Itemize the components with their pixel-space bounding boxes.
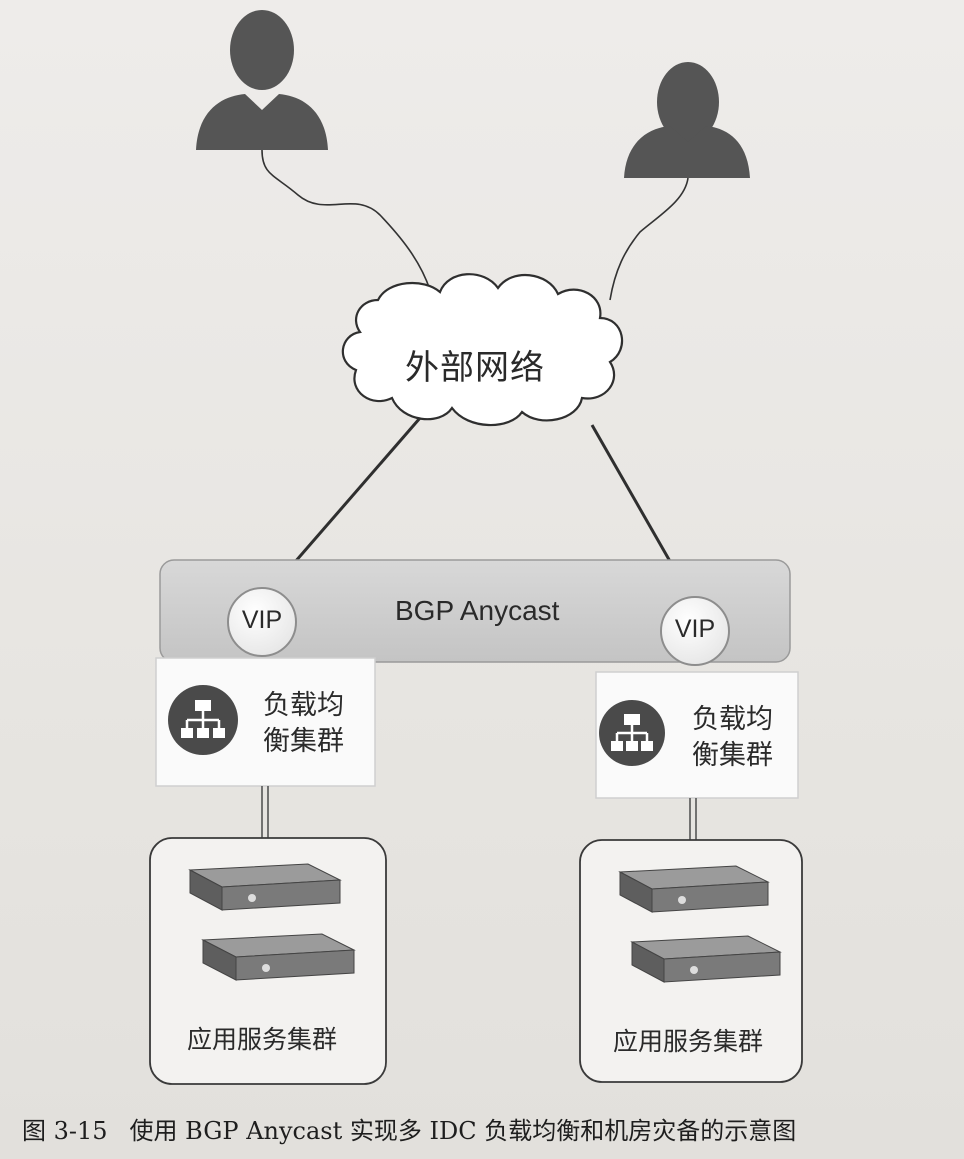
- lb-label-line1: 负载均: [692, 704, 773, 735]
- user-wire-right: [609, 177, 689, 301]
- lb-label-line2: 衡集群: [692, 740, 773, 771]
- server-rack-icon: [618, 865, 770, 913]
- lb-label-left: 负载均 衡集群: [263, 688, 353, 760]
- figure-caption-text: 使用 BGP Anycast 实现多 IDC 负载均衡和机房灾备的示意图: [129, 1117, 797, 1145]
- anycast-bar: [159, 559, 791, 663]
- figure-caption: 图 3-15 使用 BGP Anycast 实现多 IDC 负载均衡和机房灾备的示…: [22, 1111, 796, 1146]
- server-rack-icon: [201, 933, 356, 981]
- lb-to-cluster-link-left: [261, 786, 269, 838]
- network-hierarchy-icon: [168, 685, 238, 755]
- user-icon: [196, 10, 328, 150]
- server-rack-icon: [630, 935, 782, 983]
- lb-to-cluster-link-right: [689, 798, 697, 840]
- lb-label-right: 负载均 衡集群: [692, 702, 782, 774]
- anycast-label: BGP Anycast: [395, 595, 560, 626]
- vip-circle-left: [227, 587, 297, 657]
- user-icon: [624, 62, 750, 178]
- vip-label-right: VIP: [674, 615, 716, 643]
- figure-number: 图 3-15: [22, 1117, 108, 1145]
- vip-label-left: VIP: [241, 606, 283, 634]
- user-wire-left: [261, 149, 431, 291]
- network-hierarchy-icon: [599, 700, 665, 766]
- lb-label-line1: 负载均: [263, 690, 344, 721]
- app-cluster-label-right: 应用服务集群: [612, 1027, 763, 1056]
- lb-label-line2: 衡集群: [263, 726, 344, 757]
- cloud-icon: [341, 273, 624, 427]
- vip-circle-right: [660, 596, 730, 666]
- server-rack-icon: [188, 863, 342, 911]
- app-cluster-label-left: 应用服务集群: [186, 1025, 337, 1054]
- cloud-label: 外部网络: [405, 348, 545, 388]
